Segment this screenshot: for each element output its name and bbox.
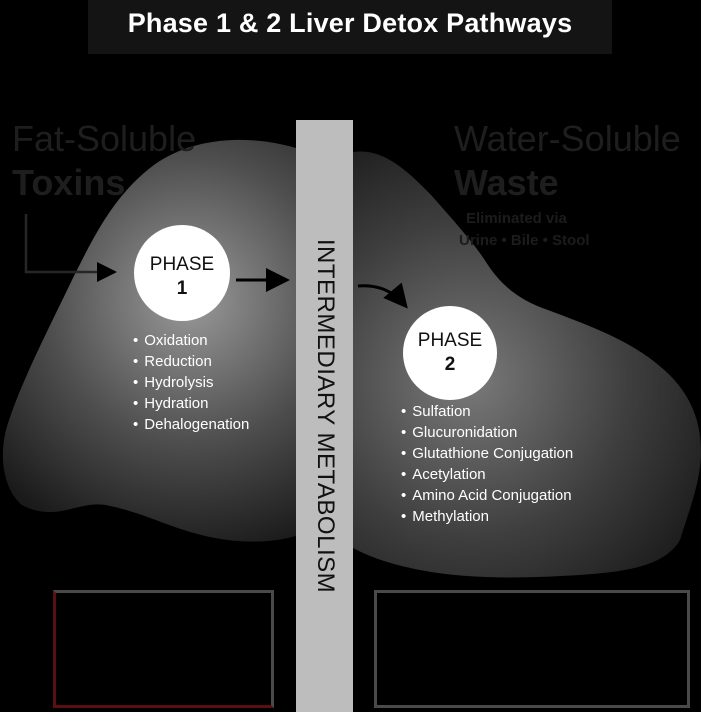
output-note-line2: Urine • Bile • Stool <box>459 232 590 249</box>
output-label-line2: Waste <box>454 162 559 203</box>
output-note-line1: Eliminated via <box>466 210 567 227</box>
phase2-word: PHASE <box>417 330 483 351</box>
input-label-line2: Toxins <box>12 162 126 203</box>
list-item: Glucuronidation <box>401 422 573 443</box>
list-item: Methylation <box>401 506 573 527</box>
input-label-line1: Fat-Soluble <box>12 118 197 159</box>
list-item: Dehalogenation <box>133 414 249 435</box>
bottom-right-box <box>374 590 690 708</box>
intermediary-label-wrap: INTERMEDIARY METABOLISM <box>296 120 353 712</box>
phase1-circle: PHASE 1 <box>134 225 230 321</box>
list-item: Glutathione Conjugation <box>401 443 573 464</box>
phase2-number: 2 <box>444 354 456 375</box>
output-label-line1: Water-Soluble <box>454 118 681 159</box>
list-item: Hydrolysis <box>133 372 249 393</box>
input-arrow <box>24 214 117 282</box>
list-item: Reduction <box>133 351 249 372</box>
intermediary-column <box>296 120 353 712</box>
middle-to-phase2-arrow <box>357 282 408 309</box>
list-item: Sulfation <box>401 401 573 422</box>
phase1-word: PHASE <box>149 254 215 275</box>
phase1-number: 1 <box>176 278 188 299</box>
phase2-circle: PHASE 2 <box>403 306 497 400</box>
phase2-reaction-list: Sulfation Glucuronidation Glutathione Co… <box>401 401 573 527</box>
bottom-left-box <box>53 590 274 708</box>
diagram-title: Phase 1 & 2 Liver Detox Pathways <box>127 8 573 38</box>
title-banner <box>88 0 612 54</box>
list-item: Oxidation <box>133 330 249 351</box>
intermediary-label: INTERMEDIARY METABOLISM <box>311 238 339 594</box>
list-item: Acetylation <box>401 464 573 485</box>
list-item: Amino Acid Conjugation <box>401 485 573 506</box>
list-item: Hydration <box>133 393 249 414</box>
phase1-reaction-list: Oxidation Reduction Hydrolysis Hydration… <box>133 330 249 435</box>
